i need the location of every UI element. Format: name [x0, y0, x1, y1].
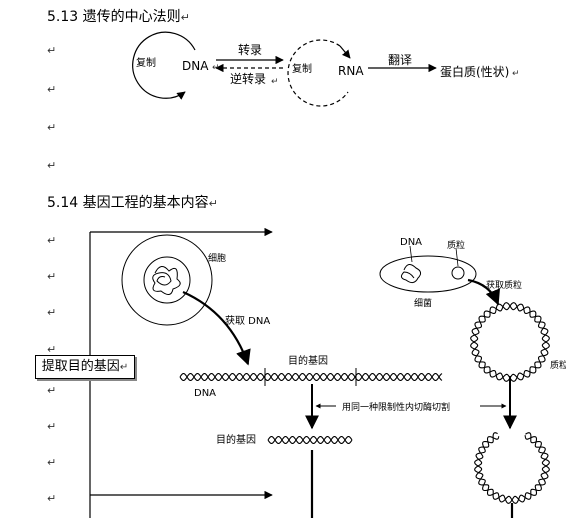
paragraph-mark: ↵ — [47, 121, 57, 134]
dna-strand-label: DNA — [194, 388, 216, 399]
cell-nucleus — [143, 256, 191, 304]
extract-plasmid-arrow — [467, 278, 500, 306]
replication-label-right: 复制 — [292, 62, 312, 75]
translation-label: 翻译 — [388, 53, 412, 67]
helix-strand — [179, 373, 443, 381]
protein-label: 蛋白质(性状) — [440, 64, 509, 79]
extract-target-gene-box: 提取目的基因↵ — [35, 355, 135, 379]
central-dogma-diagram: 复制 DNA 转录 逆转录 复制 RNA 翻译 蛋白质(性状) ↵ ↵ ↵ — [132, 31, 520, 107]
helix-strand — [267, 436, 353, 444]
extract-dna-arrow — [182, 290, 251, 366]
paragraph-mark: ↵ — [47, 456, 57, 469]
paragraph-mark: ↵ — [47, 492, 57, 505]
paragraph-mark: ↵ — [180, 11, 190, 24]
paragraph-mark: ↵ — [119, 362, 129, 373]
box-label-text: 提取目的基因 — [41, 359, 120, 374]
bacterial-dna-loop — [400, 264, 422, 284]
heading-text: 5.13 遗传的中心法则 — [47, 9, 181, 25]
paragraph-mark: ↵ — [512, 69, 520, 79]
paragraph-mark: ↵ — [47, 270, 57, 283]
plasmid-strand — [470, 302, 550, 382]
target-gene-left-label: 目的基因 — [216, 433, 256, 446]
chromosome-tangle — [152, 266, 181, 295]
dna-double-helix — [179, 373, 443, 381]
helix-strand — [179, 373, 443, 381]
extract-dna-label: 获取 DNA — [225, 315, 270, 327]
cell-outline — [121, 234, 213, 326]
bacterial-dna-pointer — [409, 245, 413, 263]
section-heading-5-13: 5.13 遗传的中心法则↵ — [47, 6, 190, 26]
replication-loop-rna — [287, 39, 349, 107]
paragraph-mark: ↵ — [47, 234, 57, 247]
excised-gene-helix — [267, 436, 353, 444]
plasmid-strand — [474, 432, 550, 504]
dna-label: DNA — [182, 59, 209, 73]
paragraph-mark: ↵ — [47, 384, 57, 397]
plasmid-label: 质粒 — [447, 239, 465, 251]
plasmid-ring — [470, 302, 550, 382]
paragraph-mark: ↵ — [47, 420, 57, 433]
rna-label: RNA — [338, 64, 364, 78]
replication-arrowhead-rna — [339, 45, 351, 59]
extract-plasmid-label: 获取质粒 — [486, 279, 522, 291]
bacterium-dna-label: DNA — [400, 237, 422, 248]
cut-plasmid-ring — [474, 432, 550, 504]
transcription-label: 转录 — [238, 42, 262, 57]
plasmid-pointer — [455, 247, 459, 267]
paragraph-mark: ↵ — [47, 83, 57, 96]
paragraph-mark: ↵ — [47, 306, 57, 319]
plasmid-right-label: 质粒 — [550, 359, 566, 371]
plasmid-strand — [470, 302, 550, 382]
plasmid-dot — [451, 266, 465, 280]
paragraph-mark: ↵ — [271, 77, 279, 87]
plasmid-strand — [474, 432, 550, 504]
reverse-transcription-label: 逆转录 — [230, 71, 266, 86]
heading-text: 5.14 基因工程的基本内容 — [47, 195, 209, 211]
bacterium-outline — [379, 255, 477, 293]
bacterium-label: 细菌 — [414, 297, 432, 309]
paragraph-mark: ↵ — [208, 197, 218, 210]
enzyme-cut-label: 用同一种限制性内切酶切割 — [342, 401, 450, 413]
replication-label-left: 复制 — [136, 56, 156, 69]
replication-loop-dna — [132, 31, 196, 100]
target-gene-top-label: 目的基因 — [288, 354, 328, 367]
paragraph-mark: ↵ — [47, 159, 57, 172]
section-heading-5-14: 5.14 基因工程的基本内容↵ — [47, 192, 218, 212]
cell-label: 细胞 — [208, 252, 226, 264]
gene-engineering-diagram: 细胞 获取 DNA 目的基因 DNA 用同一种限制性内切酶切割 目的基因 DNA… — [89, 227, 566, 518]
paragraph-mark: ↵ — [47, 44, 57, 57]
paragraph-mark: ↵ — [212, 63, 220, 73]
paragraph-mark: ↵ — [47, 343, 57, 356]
